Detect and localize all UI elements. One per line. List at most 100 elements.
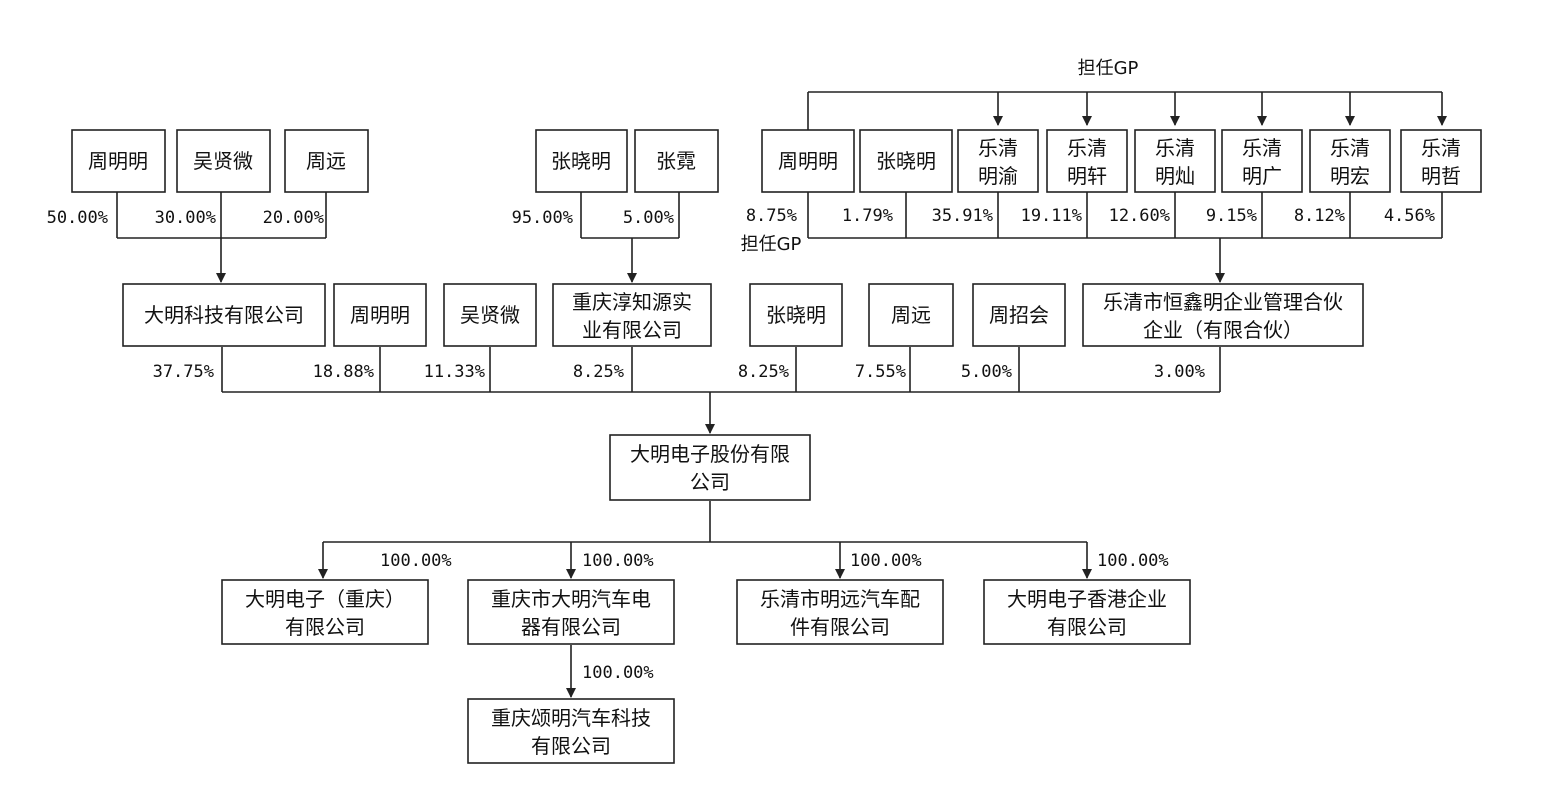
node-leqing-mingyuan[interactable]: 乐清市明远汽车配 件有限公司 <box>736 579 944 645</box>
pct-zmm: 18.88% <box>313 362 374 382</box>
svg-text:有限公司: 有限公司 <box>531 734 611 758</box>
svg-text:公司: 公司 <box>690 470 730 494</box>
svg-text:明轩: 明轩 <box>1067 164 1107 188</box>
node-zhangxiaoming-l2[interactable]: 张晓明 <box>749 283 843 347</box>
svg-text:有限公司: 有限公司 <box>1047 615 1127 639</box>
svg-text:有限公司: 有限公司 <box>285 615 365 639</box>
subsidiary-boxes: 大明电子（重庆） 有限公司 重庆市大明汽车电 器有限公司 乐清市明远汽车配 件有… <box>221 579 1191 764</box>
node-zhoumingming-hxm[interactable]: 周明明 <box>761 129 855 193</box>
level1-percentages: 50.00% 30.00% 20.00% 95.00% 5.00% 8.75% … <box>47 206 1435 228</box>
node-chongqing-daming-auto[interactable]: 重庆市大明汽车电 器有限公司 <box>467 579 675 645</box>
node-leqing-mingzhe[interactable]: 乐清 明哲 <box>1400 129 1482 193</box>
gp-top-label: 担任GP <box>1078 58 1139 79</box>
svg-text:业有限公司: 业有限公司 <box>582 318 682 342</box>
node-zhouyuan-l1[interactable]: 周远 <box>284 129 369 193</box>
node-hengxinming[interactable]: 乐清市恒鑫明企业管理合伙 企业（有限合伙） <box>1082 283 1364 347</box>
pct-sub-cq: 100.00% <box>380 551 452 571</box>
pct-lq-z: 4.56% <box>1384 206 1435 226</box>
node-daming-keji[interactable]: 大明科技有限公司 <box>122 283 326 347</box>
svg-text:大明电子股份有限: 大明电子股份有限 <box>630 442 790 466</box>
pct-zxm-cqcz: 95.00% <box>512 208 573 228</box>
svg-text:乐清: 乐清 <box>1067 136 1107 160</box>
pct-zmm-dmkj: 50.00% <box>47 208 108 228</box>
svg-text:乐清市明远汽车配: 乐清市明远汽车配 <box>760 587 920 611</box>
pct-zxm: 8.25% <box>738 362 789 382</box>
pct-hxm: 3.00% <box>1154 362 1205 382</box>
svg-text:张晓明: 张晓明 <box>876 149 936 173</box>
node-zhangni-l1[interactable]: 张霓 <box>634 129 719 193</box>
svg-text:吴贤微: 吴贤微 <box>460 303 520 327</box>
svg-text:件有限公司: 件有限公司 <box>790 615 890 639</box>
pct-lq-x: 19.11% <box>1021 206 1082 226</box>
svg-text:张晓明: 张晓明 <box>766 303 826 327</box>
pct-wxw-dmkj: 30.00% <box>155 208 216 228</box>
svg-text:重庆市大明汽车电: 重庆市大明汽车电 <box>491 587 651 611</box>
node-zhouzhaohui[interactable]: 周招会 <box>972 283 1066 347</box>
node-zhouyuan-l2[interactable]: 周远 <box>868 283 954 347</box>
node-leqing-mingguang[interactable]: 乐清 明广 <box>1221 129 1303 193</box>
node-daming-hongkong[interactable]: 大明电子香港企业 有限公司 <box>983 579 1191 645</box>
connector-lines <box>116 91 1447 698</box>
node-chongqing-chunzhiyuan[interactable]: 重庆淳知源实 业有限公司 <box>552 283 712 347</box>
pct-zxm-hxm: 1.79% <box>842 206 893 226</box>
pct-zy-dmkj: 20.00% <box>263 208 324 228</box>
node-zhangxiaoming-l1[interactable]: 张晓明 <box>535 129 628 193</box>
node-leqing-minghong[interactable]: 乐清 明宏 <box>1309 129 1391 193</box>
pct-sub-cqsm: 100.00% <box>582 663 654 683</box>
svg-text:吴贤微: 吴贤微 <box>193 149 253 173</box>
pct-lq-h: 8.12% <box>1294 206 1345 226</box>
svg-text:乐清: 乐清 <box>1155 136 1195 160</box>
node-zhoumingming-l2[interactable]: 周明明 <box>333 283 427 347</box>
level2-percentages: 37.75% 18.88% 11.33% 8.25% 8.25% 7.55% 5… <box>153 362 1205 382</box>
pct-lq-c: 12.60% <box>1109 206 1170 226</box>
gp-side-label: 担任GP <box>741 234 802 255</box>
svg-text:重庆淳知源实: 重庆淳知源实 <box>572 290 692 314</box>
pct-lq-g: 9.15% <box>1206 206 1257 226</box>
svg-text:明渝: 明渝 <box>978 164 1018 188</box>
pct-zy: 7.55% <box>855 362 906 382</box>
pct-cqcz: 8.25% <box>573 362 624 382</box>
svg-text:周远: 周远 <box>306 149 346 173</box>
node-daming-electronics[interactable]: 大明电子股份有限 公司 <box>609 434 811 501</box>
pct-sub-cqdm: 100.00% <box>582 551 654 571</box>
subsidiary-percentages: 100.00% 100.00% 100.00% 100.00% 100.00% <box>380 551 1169 683</box>
svg-text:张霓: 张霓 <box>656 149 696 173</box>
pct-sub-lqmy: 100.00% <box>850 551 922 571</box>
pct-dmkj: 37.75% <box>153 362 214 382</box>
svg-text:张晓明: 张晓明 <box>551 149 611 173</box>
pct-sub-hk: 100.00% <box>1097 551 1169 571</box>
node-chongqing-songming[interactable]: 重庆颂明汽车科技 有限公司 <box>467 698 675 764</box>
level1-boxes: 周明明 吴贤微 周远 张晓明 张霓 周明明 张晓明 乐清 明渝 <box>71 129 1482 193</box>
svg-text:器有限公司: 器有限公司 <box>521 615 621 639</box>
node-wuxianwei-l2[interactable]: 吴贤微 <box>443 283 537 347</box>
svg-text:企业（有限合伙）: 企业（有限合伙） <box>1143 318 1303 342</box>
svg-text:大明电子（重庆）: 大明电子（重庆） <box>245 587 405 611</box>
svg-text:周远: 周远 <box>891 303 931 327</box>
svg-text:乐清: 乐清 <box>978 136 1018 160</box>
svg-text:重庆颂明汽车科技: 重庆颂明汽车科技 <box>491 706 651 730</box>
svg-text:明广: 明广 <box>1242 164 1282 188</box>
node-leqing-mingxuan[interactable]: 乐清 明轩 <box>1046 129 1128 193</box>
pct-wxw: 11.33% <box>424 362 485 382</box>
svg-text:周明明: 周明明 <box>88 149 148 173</box>
svg-text:大明科技有限公司: 大明科技有限公司 <box>144 303 304 327</box>
pct-zzh: 5.00% <box>961 362 1012 382</box>
svg-text:乐清市恒鑫明企业管理合伙: 乐清市恒鑫明企业管理合伙 <box>1103 290 1343 314</box>
node-zhoumingming-l1[interactable]: 周明明 <box>71 129 166 193</box>
node-leqing-mingyu[interactable]: 乐清 明渝 <box>957 129 1039 193</box>
svg-text:大明电子香港企业: 大明电子香港企业 <box>1007 587 1167 611</box>
svg-text:明灿: 明灿 <box>1155 164 1195 188</box>
svg-text:明哲: 明哲 <box>1421 164 1461 188</box>
svg-text:周明明: 周明明 <box>350 303 410 327</box>
svg-text:周招会: 周招会 <box>989 303 1049 327</box>
node-wuxianwei-l1[interactable]: 吴贤微 <box>176 129 271 193</box>
pct-zn-cqcz: 5.00% <box>623 208 674 228</box>
svg-text:周明明: 周明明 <box>778 149 838 173</box>
pct-zmm-hxm: 8.75% <box>746 206 797 226</box>
svg-text:明宏: 明宏 <box>1330 164 1370 188</box>
svg-text:乐清: 乐清 <box>1421 136 1461 160</box>
node-zhangxiaoming-hxm[interactable]: 张晓明 <box>859 129 953 193</box>
node-daming-chongqing[interactable]: 大明电子（重庆） 有限公司 <box>221 579 429 645</box>
node-leqing-mingcan[interactable]: 乐清 明灿 <box>1134 129 1216 193</box>
